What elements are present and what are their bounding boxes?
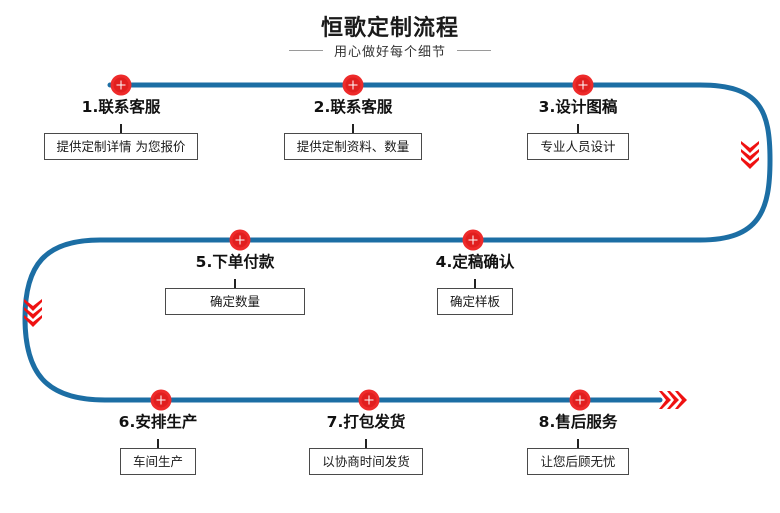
plus-circle-icon[interactable]: [358, 389, 380, 411]
step-detail-wrap: 让您后顾无忧: [478, 447, 678, 476]
step-connector: [577, 438, 579, 448]
flow-line: [22, 82, 773, 403]
plus-circle-icon[interactable]: [110, 74, 132, 96]
step-title: 7.打包发货: [326, 413, 406, 431]
page-subtitle: 用心做好每个细节: [333, 45, 446, 60]
step-title: 4.定稿确认: [435, 253, 515, 271]
plus-circle-icon[interactable]: [342, 74, 364, 96]
plus-glyph: [578, 80, 588, 90]
flow-step-7[interactable]: 7.打包发货 以协商时间发货: [266, 413, 466, 476]
plus-glyph: [468, 235, 478, 245]
step-detail-wrap: 专业人员设计: [478, 132, 678, 161]
flow-step-3[interactable]: 3.设计图稿 专业人员设计: [478, 98, 678, 161]
plus-glyph: [575, 395, 585, 405]
step-detail-wrap: 提供定制详情 为您报价: [21, 132, 221, 161]
step-title: 6.安排生产: [118, 413, 198, 431]
step-connector: [120, 123, 122, 133]
step-title: 2.联系客服: [313, 98, 393, 116]
plus-circle-icon[interactable]: [572, 74, 594, 96]
step-detail-box: 提供定制资料、数量: [283, 132, 423, 161]
plus-circle-icon[interactable]: [462, 229, 484, 251]
step-detail-wrap: 确定样板: [375, 287, 575, 316]
page-subtitle-group: 用心做好每个细节: [0, 41, 780, 60]
step-title: 3.设计图稿: [538, 98, 618, 116]
step-detail-wrap: 提供定制资料、数量: [253, 132, 453, 161]
step-connector: [234, 278, 236, 288]
plus-glyph: [348, 80, 358, 90]
arrow-flow-end: [659, 391, 687, 409]
page-title: 恒歌定制流程: [320, 16, 459, 41]
step-detail-wrap: 确定数量: [135, 287, 335, 316]
flow-step-4[interactable]: 4.定稿确认 确定样板: [375, 253, 575, 316]
step-detail-box: 确定样板: [436, 287, 513, 316]
step-title: 1.联系客服: [81, 98, 161, 116]
step-title: 8.售后服务: [538, 413, 618, 431]
plus-glyph: [156, 395, 166, 405]
arrow-right-turn-down: [741, 141, 759, 169]
flow-step-5[interactable]: 5.下单付款 确定数量: [135, 253, 335, 316]
flow-step-6[interactable]: 6.安排生产 车间生产: [58, 413, 258, 476]
plus-circle-icon[interactable]: [569, 389, 591, 411]
step-detail-box: 专业人员设计: [527, 132, 629, 161]
flow-step-8[interactable]: 8.售后服务 让您后顾无忧: [478, 413, 678, 476]
flow-step-2[interactable]: 2.联系客服 提供定制资料、数量: [253, 98, 453, 161]
step-connector: [352, 123, 354, 133]
step-connector: [157, 438, 159, 448]
subtitle-rule-left: [288, 50, 323, 51]
subtitle-rule-right: [457, 50, 491, 51]
plus-glyph: [235, 235, 245, 245]
plus-circle-icon[interactable]: [229, 229, 251, 251]
step-connector: [365, 438, 367, 448]
step-title: 5.下单付款: [195, 253, 275, 271]
step-detail-box: 让您后顾无忧: [527, 447, 629, 476]
step-connector: [577, 123, 579, 133]
step-connector: [474, 278, 476, 288]
plus-glyph: [116, 80, 126, 90]
step-detail-box: 以协商时间发货: [309, 447, 423, 476]
step-detail-box: 提供定制详情 为您报价: [43, 132, 199, 161]
plus-glyph: [364, 395, 374, 405]
step-detail-box: 确定数量: [164, 287, 305, 316]
flow-step-1[interactable]: 1.联系客服 提供定制详情 为您报价: [21, 98, 221, 161]
step-detail-wrap: 以协商时间发货: [266, 447, 466, 476]
step-detail-box: 车间生产: [119, 447, 196, 476]
step-detail-wrap: 车间生产: [58, 447, 258, 476]
plus-circle-icon[interactable]: [150, 389, 172, 411]
